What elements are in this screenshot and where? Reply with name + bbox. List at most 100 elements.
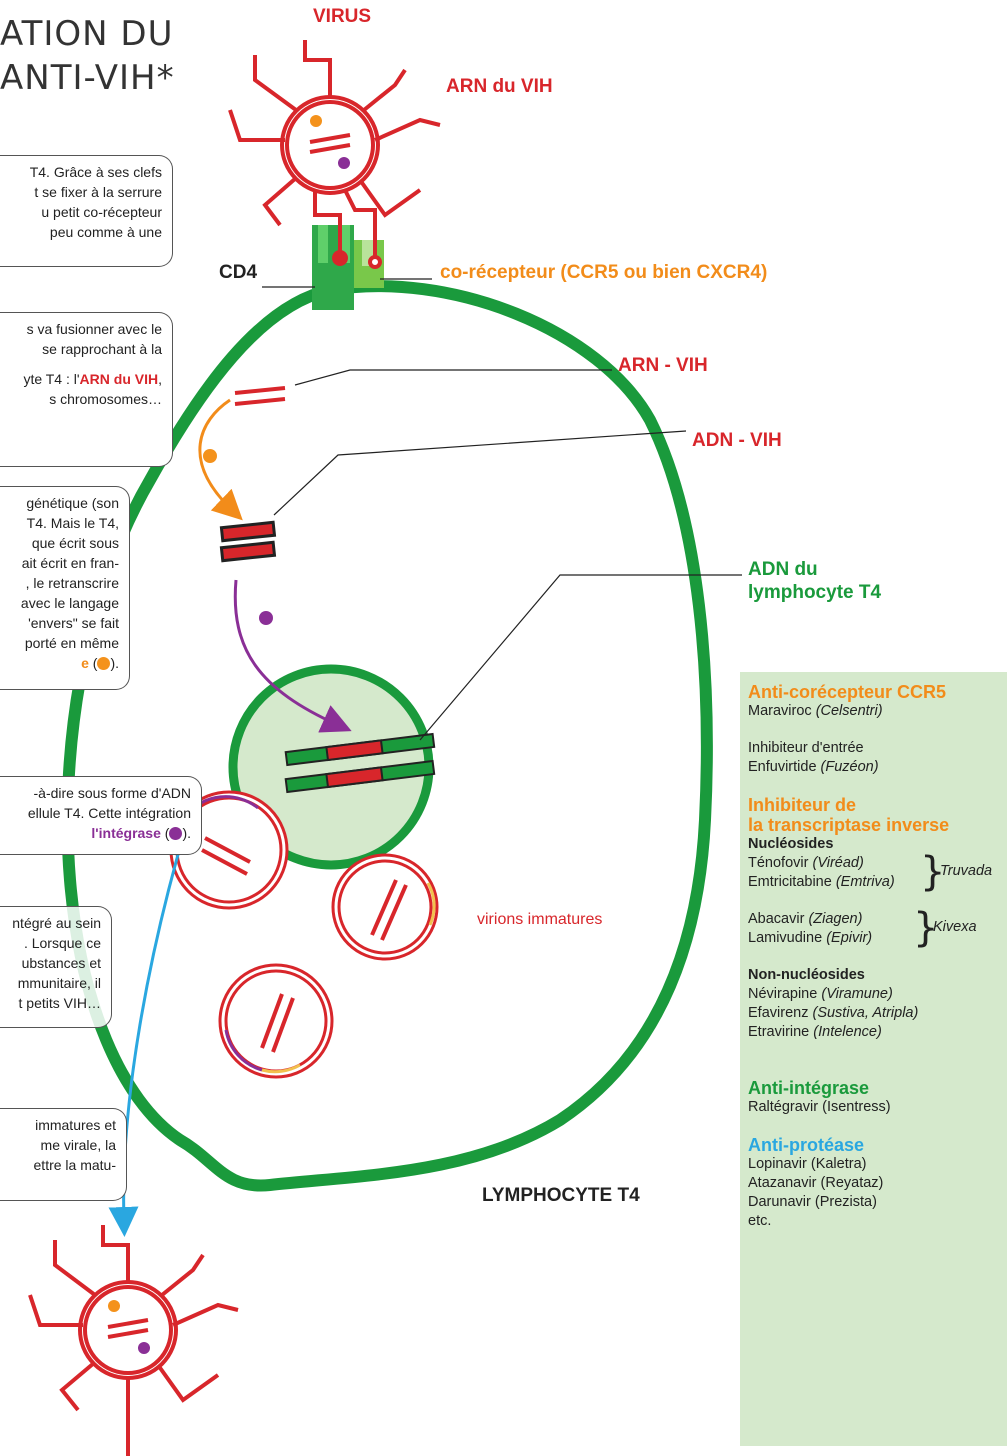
- drug-row: Ténofovir (Viréad): [748, 854, 1007, 873]
- arrow-purple: [233, 579, 352, 733]
- combo-kivexa: Kivexa: [933, 919, 977, 935]
- drug-name: Ténofovir: [748, 855, 809, 871]
- step-4-line: -à-dire sous forme d'ADN: [33, 785, 192, 801]
- combo-truvada: Truvada: [940, 863, 993, 879]
- purple-dot-icon: [338, 157, 350, 169]
- cd4-receptor: [312, 225, 354, 310]
- drug-row: Névirapine (Viramune): [748, 985, 1007, 1004]
- subcategory-nucleosides: Nucléosides: [748, 836, 834, 852]
- orange-dot-icon: [310, 115, 322, 127]
- drug-name: Maraviroc: [748, 703, 812, 719]
- drug-name: Emtricitabine: [748, 874, 832, 890]
- step-3-line: que écrit sous: [31, 535, 119, 551]
- label-adn-vih: ADN - VIH: [692, 430, 782, 451]
- orange-dot-icon: [203, 449, 217, 463]
- subcategory-non-nucleosides: Non-nucléosides: [748, 967, 865, 983]
- drug-row: Emtricitabine (Emtriva): [748, 873, 1007, 892]
- drug-row: Etravirine (Intelence): [748, 1023, 1007, 1042]
- drug-row: Darunavir (Prezista): [748, 1194, 877, 1210]
- drug-subheading: Inhibiteur d'entrée: [748, 740, 864, 756]
- step-5-line: t petits VIH…: [18, 995, 101, 1011]
- purple-dot-icon: [138, 1342, 150, 1354]
- drugs-panel: Anti-corécepteur CCR5 Maraviroc (Celsent…: [740, 672, 1007, 1446]
- step-3-line: génétique (son: [26, 495, 119, 511]
- step-6-line: ettre la matu-: [33, 1157, 116, 1173]
- drug-row: Raltégravir (Isentress): [748, 1099, 891, 1115]
- drug-brand: (Ziagen): [808, 911, 863, 927]
- step-4-line: l'intégrase ().: [0, 823, 191, 843]
- drug-brand: (Sustiva, Atripla): [812, 1005, 919, 1021]
- drug-brand: (Epivir): [826, 930, 873, 946]
- label-adn-lymphocyte-1: ADN du: [748, 559, 818, 580]
- purple-dot-icon: [169, 827, 183, 840]
- drug-brand: (Viréad): [812, 855, 864, 871]
- drug-brand: (Viramune): [821, 986, 893, 1002]
- enzyme-highlight: e: [81, 655, 89, 671]
- step-box-6: immatures et me virale, la ettre la matu…: [0, 1108, 127, 1201]
- step-6-line: immatures et: [35, 1117, 116, 1133]
- step-3-text: (: [88, 655, 98, 671]
- page-title-line2: ANTI-VIH*: [0, 58, 175, 98]
- step-1-line: T4. Grâce à ses clefs: [29, 164, 162, 180]
- drug-name: Enfuvirtide: [748, 759, 817, 775]
- step-3-line: porté en même: [24, 635, 119, 651]
- step-box-4: -à-dire sous forme d'ADN ellule T4. Cett…: [0, 776, 202, 855]
- drug-row: Maraviroc (Celsentri): [748, 702, 1007, 721]
- adn-vih-strands: [219, 520, 277, 563]
- drug-row: Atazanavir (Reyataz): [748, 1175, 884, 1191]
- drug-name: Efavirenz: [748, 1005, 809, 1021]
- step-4-text: ).: [182, 825, 191, 841]
- step-5-line: ntégré au sein: [12, 915, 101, 931]
- drug-row: Lopinavir (Kaletra): [748, 1156, 867, 1172]
- immature-virion: [218, 963, 334, 1079]
- truvada-group: Ténofovir (Viréad) Emtricitabine (Emtriv…: [748, 849, 1007, 895]
- kivexa-group: Abacavir (Ziagen) Lamivudine (Epivir) } …: [748, 905, 1007, 951]
- label-lymphocyte-t4: LYMPHOCYTE T4: [482, 1185, 640, 1206]
- step-box-1: T4. Grâce à ses clefs t se fixer à la se…: [0, 155, 173, 267]
- virus-icon: [228, 40, 441, 269]
- label-corecepteur: co-récepteur (CCR5 ou bien CXCR4): [440, 262, 768, 283]
- integrated-dna: [284, 732, 436, 794]
- step-5-line: mmunitaire, il: [17, 975, 101, 991]
- drug-row: Lamivudine (Epivir): [748, 929, 1007, 948]
- step-3-line: e ().: [0, 653, 119, 673]
- step-3-line: ait écrit en fran-: [21, 555, 119, 571]
- category-anti-integrase: Anti-intégrase: [748, 1078, 870, 1098]
- page-title-line1: ATION DU: [0, 14, 174, 54]
- label-arn-vih: ARN - VIH: [618, 355, 708, 376]
- label-adn-lymphocyte-2: lymphocyte T4: [748, 582, 882, 603]
- step-2-text: yte T4 : l': [23, 371, 80, 387]
- category-anti-corecepteur: Anti-corécepteur CCR5: [748, 682, 947, 702]
- step-3-text: ).: [110, 655, 119, 671]
- step-box-3: génétique (son T4. Mais le T4, que écrit…: [0, 486, 130, 690]
- orange-dot-icon: [97, 657, 111, 670]
- arrow-orange: [198, 398, 243, 521]
- label-virions-immatures: virions immatures: [477, 911, 603, 928]
- brace-icon: }: [913, 905, 939, 951]
- drug-name: Névirapine: [748, 986, 818, 1002]
- drug-row: Abacavir (Ziagen): [748, 910, 1007, 929]
- drug-name: Etravirine: [748, 1024, 810, 1040]
- step-2-line: s chromosomes…: [49, 391, 162, 407]
- virus-icon: [28, 1225, 239, 1456]
- label-arn-du-vih: ARN du VIH: [446, 76, 553, 97]
- step-5-line: . Lorsque ce: [23, 935, 101, 951]
- arn-vih-strands: [234, 386, 286, 406]
- category-anti-protease: Anti-protéase: [748, 1135, 865, 1155]
- step-3-line: avec le langage: [20, 595, 119, 611]
- step-2-line: se rapprochant à la: [42, 341, 162, 357]
- immature-virion: [331, 853, 439, 961]
- drug-name: Abacavir: [748, 911, 805, 927]
- step-1-line: peu comme à une: [49, 224, 162, 240]
- category-transcriptase: Inhibiteur de: [748, 795, 856, 815]
- step-4-line: ellule T4. Cette intégration: [27, 805, 191, 821]
- arn-du-vih-highlight: ARN du VIH: [79, 371, 159, 387]
- leader-lines: [262, 278, 742, 741]
- drug-row: Efavirenz (Sustiva, Atripla): [748, 1004, 1007, 1023]
- drug-row: Enfuvirtide (Fuzéon): [748, 758, 1007, 777]
- step-box-2: s va fusionner avec le se rapprochant à …: [0, 312, 173, 467]
- integrase-highlight: l'intégrase: [91, 825, 161, 841]
- step-3-line: , le retranscrire: [25, 575, 119, 591]
- drug-brand: (Intelence): [813, 1024, 882, 1040]
- brace-icon: }: [920, 849, 946, 895]
